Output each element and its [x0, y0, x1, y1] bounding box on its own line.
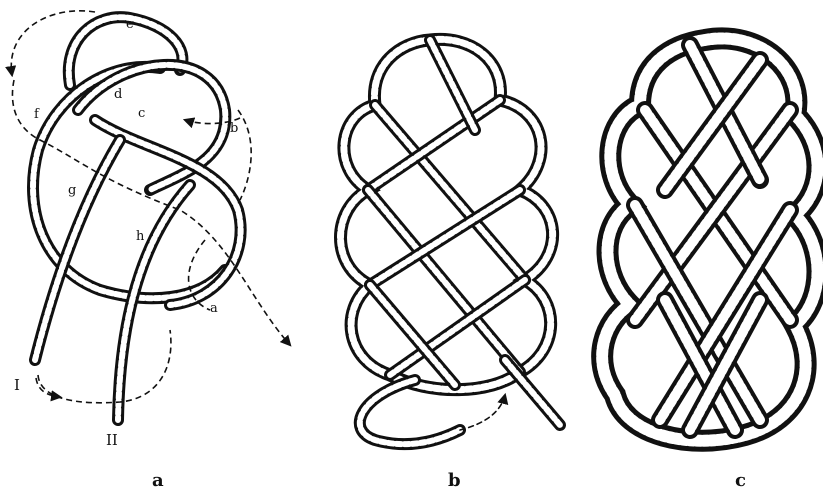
panel-b: b	[341, 39, 561, 491]
panel-c-caption: c	[735, 470, 746, 491]
point-label-b: b	[230, 121, 238, 136]
panel-a: e d c b f g h a I II a	[11, 11, 290, 491]
point-label-e: e	[126, 17, 134, 32]
end-label-I: I	[14, 376, 20, 394]
point-label-h: h	[136, 229, 145, 244]
panel-b-caption: b	[448, 470, 461, 491]
panel-b-rope	[341, 39, 561, 444]
point-label-g: g	[68, 183, 76, 198]
end-label-II: II	[106, 431, 118, 449]
point-label-c: c	[138, 106, 145, 121]
point-label-a: a	[210, 301, 218, 316]
point-label-d: d	[114, 87, 122, 102]
point-label-f: f	[34, 107, 40, 122]
panel-a-rope	[33, 17, 241, 420]
panel-c-rope	[602, 38, 817, 440]
panel-c: c	[602, 38, 817, 491]
panel-b-guide	[460, 395, 505, 430]
panel-a-caption: a	[152, 470, 164, 491]
